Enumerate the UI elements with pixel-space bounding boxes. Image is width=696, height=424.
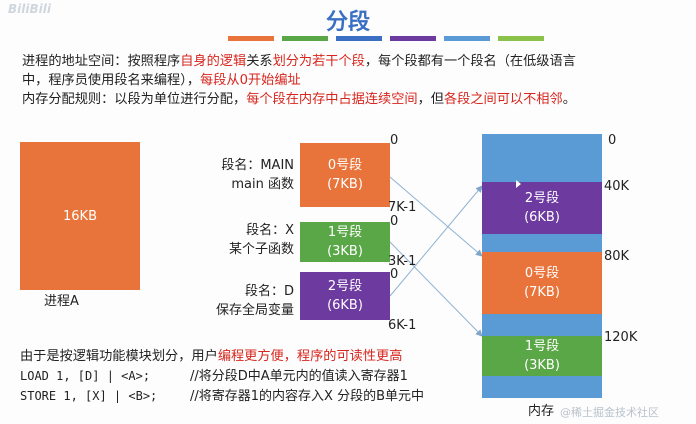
page-title: 分段	[325, 10, 370, 35]
segment-title: 1号段	[327, 225, 363, 240]
text: ，每个段都有一个段名（在低级语言	[364, 54, 576, 69]
code-store-instr: STORE 1, [X] | <B>;	[20, 389, 158, 403]
memory-address-0: 0	[608, 133, 617, 148]
segment-0-start: 0	[390, 133, 399, 148]
arrow-seg0	[389, 176, 483, 257]
memory-seg-title: 1号段	[524, 339, 560, 354]
intro-line-1: 进程的地址空间：按照程序自身的逻辑关系划分为若干个段，每个段都有一个段名（在低级…	[22, 52, 576, 71]
memory-block: 2号段 (6KB) 0号段 (7KB) 1号段 (3KB)	[482, 134, 602, 398]
segment-title: 2号段	[327, 279, 363, 294]
segment-name: 段名：MAIN	[221, 158, 294, 173]
bar-purple	[390, 36, 436, 41]
text: 进程的地址空间：按照程序	[22, 54, 181, 69]
memory-address-120k: 120K	[604, 330, 638, 345]
segment-1-start: 0	[390, 214, 399, 229]
code-load-instr: LOAD 1, [D] | <A>;	[20, 369, 151, 383]
text: 关系	[246, 54, 273, 69]
text: 内存分配规则：以段为单位进行分配，	[22, 92, 247, 107]
process-label: 进程A	[44, 294, 79, 309]
segment-2-block: 2号段 (6KB)	[300, 272, 390, 320]
segment-name: 段名：D	[244, 284, 294, 299]
highlight: 每段从0开始编址	[200, 73, 301, 88]
highlight: 编程更方便，程序的可读性更高	[217, 349, 403, 364]
bar-blue	[336, 36, 382, 41]
highlight: 各段之间可以不相邻	[444, 92, 563, 107]
memory-seg-size: (3KB)	[524, 358, 560, 373]
segment-2-end: 6K-1	[388, 318, 417, 333]
memory-address-80k: 80K	[604, 249, 630, 264]
text: 。	[562, 92, 576, 107]
segment-0-block: 0号段 (7KB)	[300, 143, 390, 207]
code-store-comment: //将寄存器1的内容存入X 分段的B单元中	[190, 389, 424, 404]
segment-0-end: 7K-1	[388, 200, 417, 215]
text: ，但	[417, 92, 444, 107]
memory-address-40k: 40K	[604, 179, 630, 194]
bar-green	[282, 36, 328, 41]
text: 中，程序员使用段名来编程），	[22, 73, 201, 88]
arrow-seg1	[389, 241, 483, 337]
segment-size: (7KB)	[327, 177, 363, 192]
memory-seg1: 1号段 (3KB)	[482, 336, 602, 376]
bar-lightgreen	[498, 36, 544, 41]
segment-1-block: 1号段 (3KB)	[300, 222, 390, 262]
process-size: 16KB	[63, 208, 97, 224]
segment-size: (3KB)	[327, 244, 363, 259]
segment-desc: main 函数	[231, 177, 294, 192]
segment-0-name: 段名：MAIN main 函数	[170, 156, 294, 194]
memory-seg-title: 2号段	[524, 191, 560, 206]
intro-line-3: 内存分配规则：以段为单位进行分配，每个段在内存中占据连续空间，但各段之间可以不相…	[22, 90, 576, 109]
bar-lightblue	[444, 36, 490, 41]
highlight: 每个段在内存中占据连续空间	[246, 92, 418, 107]
memory-seg-size: (7KB)	[524, 285, 560, 300]
memory-label: 内存	[528, 404, 555, 419]
segment-size: (6KB)	[327, 298, 363, 313]
highlight: 划分为若干个段	[272, 54, 365, 69]
watermark-text: @稀土掘金技术社区	[560, 406, 659, 419]
cursor-icon	[516, 180, 521, 188]
segment-2-start: 0	[390, 267, 399, 282]
segment-2-name: 段名：D 保存全局变量	[170, 282, 294, 320]
highlight: 自身的逻辑	[180, 54, 247, 69]
text: 由于是按逻辑功能模块划分，用户	[20, 349, 218, 364]
segment-desc: 某个子函数	[228, 242, 294, 257]
code-load-comment: //将分段D中A单元内的值读入寄存器1	[190, 369, 408, 384]
process-a-block: 16KB	[20, 142, 140, 290]
memory-seg-title: 0号段	[524, 266, 560, 281]
bar-orange	[228, 36, 274, 41]
memory-seg-size: (6KB)	[524, 210, 560, 225]
intro-line-2: 中，程序员使用段名来编程），每段从0开始编址	[22, 71, 301, 90]
segment-name: 段名：X	[246, 223, 294, 238]
segment-title: 0号段	[327, 158, 363, 173]
segment-1-end: 3K-1	[388, 254, 417, 269]
bilibili-logo: BiliBili	[8, 2, 51, 16]
segment-1-name: 段名：X 某个子函数	[170, 221, 294, 259]
memory-seg0: 0号段 (7KB)	[482, 252, 602, 314]
arrow-seg2	[389, 185, 483, 297]
memory-seg2: 2号段 (6KB)	[482, 182, 602, 234]
segment-desc: 保存全局变量	[215, 303, 294, 318]
bottom-line-1: 由于是按逻辑功能模块划分，用户编程更方便，程序的可读性更高	[20, 347, 402, 366]
